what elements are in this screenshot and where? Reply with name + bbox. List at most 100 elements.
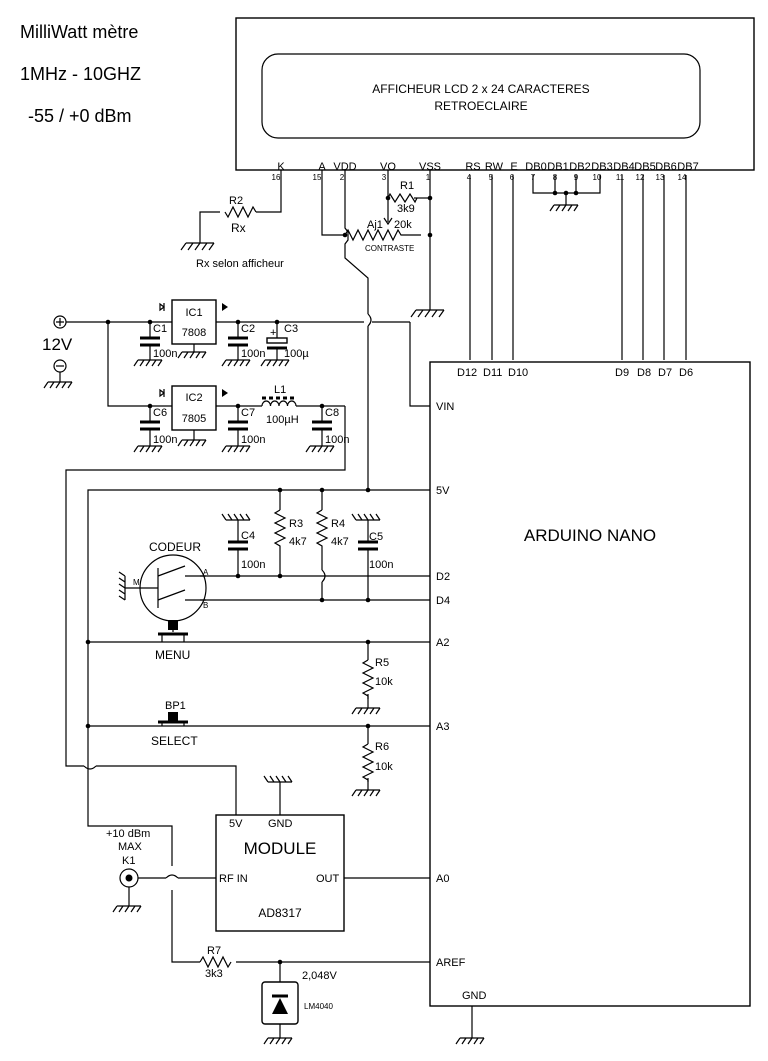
arduino-name: ARDUINO NANO <box>524 526 656 545</box>
lcd-pin-num: 16 <box>272 173 281 182</box>
capacitor-c4 <box>221 513 251 551</box>
arduino-pin-vin: VIN <box>436 401 454 413</box>
module-chip: AD8317 <box>258 906 302 920</box>
capacitor-c6 <box>133 420 163 453</box>
lcd-pin-num: 13 <box>656 173 665 182</box>
lcd-pin-name: DB7 <box>677 161 698 173</box>
lcd-pin-name: DB1 <box>547 161 568 173</box>
lm4040-reference <box>261 981 299 1045</box>
module-pin-5v: 5V <box>229 818 243 830</box>
r5-value: 10k <box>375 676 393 688</box>
c3-value: 100µ <box>284 348 309 360</box>
lcd-pin-num: 11 <box>616 173 625 182</box>
c7-value: 100n <box>241 434 265 446</box>
lcd-pin-name: A <box>318 161 326 173</box>
arduino-pin-5v: 5V <box>436 485 450 497</box>
r5-ref: R5 <box>375 657 389 669</box>
k1-power-note: +10 dBm <box>106 828 150 840</box>
lcd-pin-num: 14 <box>678 173 687 182</box>
lcd-pin-name: RW <box>485 161 504 173</box>
lcd-pin-num: 2 <box>340 173 345 182</box>
r3-value: 4k7 <box>289 536 307 548</box>
r6-ref: R6 <box>375 741 389 753</box>
module-title: MODULE <box>244 839 317 858</box>
r3-ref: R3 <box>289 518 303 530</box>
module-pin-rfin: RF IN <box>219 873 248 885</box>
c4-value: 100n <box>241 559 265 571</box>
aj1-label: CONTRASTE <box>365 244 414 253</box>
l1-ref: L1 <box>274 384 286 396</box>
r7-ref: R7 <box>207 945 221 957</box>
capacitor-c8 <box>305 420 335 453</box>
c1-value: 100n <box>153 348 177 360</box>
ad8317-module <box>215 775 430 932</box>
arduino-pin-d4: D4 <box>436 595 450 607</box>
inductor-l1 <box>261 396 297 407</box>
arduino-pin-d10: D10 <box>508 367 528 379</box>
lcd-pin-num: 6 <box>510 173 515 182</box>
aj1-value: 20k <box>394 219 412 231</box>
menu-label: MENU <box>155 648 190 662</box>
c5-ref: C5 <box>369 531 383 543</box>
c3-plus: + <box>270 327 276 339</box>
module-pin-out: OUT <box>316 873 340 885</box>
r2-ref: R2 <box>229 195 243 207</box>
k1-ref: K1 <box>122 855 135 867</box>
r2-value: Rx <box>231 221 246 235</box>
lcd-pin-num: 10 <box>593 173 602 182</box>
resistor-r6 <box>351 743 381 797</box>
c3-ref: C3 <box>284 323 298 335</box>
regulator-ic1 <box>159 299 228 359</box>
encoder-label: CODEUR <box>149 540 201 554</box>
arduino-pin-a3: A3 <box>436 721 449 733</box>
c6-value: 100n <box>153 434 177 446</box>
lcd-pin-name: DB5 <box>634 161 655 173</box>
rx-note: Rx selon afficheur <box>196 258 284 270</box>
rotary-encoder <box>118 554 207 642</box>
ground-symbol <box>549 204 579 212</box>
ic1-ref: IC1 <box>185 307 202 319</box>
arduino-pin-d11: D11 <box>483 367 502 379</box>
encoder-pin-m: M <box>133 578 140 587</box>
title-line-3: -55 / +0 dBm <box>28 106 132 126</box>
lcd-pin-name: VO <box>380 161 396 173</box>
arduino-pin-a2: A2 <box>436 637 449 649</box>
reference-voltage: 2,048V <box>302 970 338 982</box>
aref-circuit <box>171 890 430 982</box>
c1-ref: C1 <box>153 323 167 335</box>
ic2-value: 7805 <box>182 413 206 425</box>
lcd-label-line-2: RETROECLAIRE <box>434 99 527 113</box>
ground-symbol <box>180 242 215 251</box>
supply-voltage-label: 12V <box>42 335 73 354</box>
capacitor-c5 <box>351 513 381 551</box>
arduino-pin-d2: D2 <box>436 571 450 583</box>
capacitor-c1 <box>133 336 163 367</box>
lcd-display: AFFICHEUR LCD 2 x 24 CARACTERES RETROECL… <box>235 17 755 171</box>
r4-ref: R4 <box>331 518 345 530</box>
k1-max-note: MAX <box>118 841 143 853</box>
ic1-value: 7808 <box>182 327 206 339</box>
lcd-pin-name: DB6 <box>655 161 676 173</box>
arduino-pin-d7: D7 <box>658 367 672 379</box>
title-line-2: 1MHz - 10GHZ <box>20 64 141 84</box>
arduino-pin-d6: D6 <box>679 367 693 379</box>
lcd-pin-name: VDD <box>333 161 356 173</box>
capacitor-c7 <box>221 420 251 453</box>
c2-value: 100n <box>241 348 265 360</box>
capacitor-c2 <box>221 336 251 367</box>
c7-ref: C7 <box>241 407 255 419</box>
resistor-r4 <box>315 509 329 550</box>
c8-ref: C8 <box>325 407 339 419</box>
c4-ref: C4 <box>241 530 255 542</box>
capacitor-c3 <box>260 337 290 367</box>
lcd-label-line-1: AFFICHEUR LCD 2 x 24 CARACTERES <box>372 82 589 96</box>
power-wiring <box>65 319 430 815</box>
module-pin-gnd: GND <box>268 818 293 830</box>
rf-connector-k1 <box>112 868 216 913</box>
arduino-pin-d9: D9 <box>615 367 629 379</box>
encoder-pin-b: B <box>203 601 208 610</box>
lcd-wiring <box>199 170 687 490</box>
lcd-pin-name: DB0 <box>525 161 546 173</box>
resistor-r5 <box>351 659 381 715</box>
